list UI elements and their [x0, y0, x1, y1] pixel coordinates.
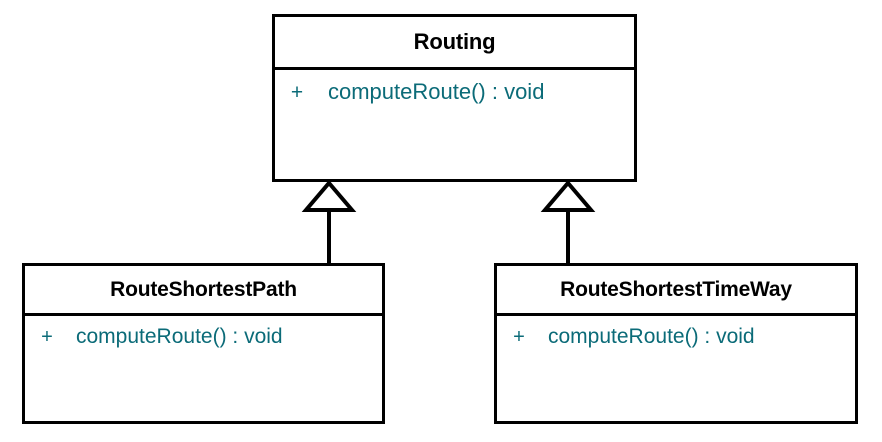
class-header-routing: Routing: [275, 17, 634, 70]
class-header-routeshortesttimeway: RouteShortestTimeWay: [497, 266, 855, 316]
class-method-row: + computeRoute() : void: [497, 325, 855, 349]
method-visibility-icon: +: [290, 81, 304, 104]
class-name-routeshortesttimeway: RouteShortestTimeWay: [560, 277, 792, 301]
class-header-routeshortestpath: RouteShortestPath: [25, 266, 382, 316]
method-visibility-icon: +: [41, 326, 53, 348]
method-visibility-icon: +: [513, 326, 525, 348]
class-members-routeshortesttimeway: + computeRoute() : void: [497, 316, 855, 421]
method-signature: computeRoute() : void: [76, 325, 283, 348]
generalization-routeshortesttimeway-to-routing: [540, 179, 596, 266]
class-name-routeshortestpath: RouteShortestPath: [110, 277, 297, 301]
generalization-arrowhead-left: [301, 179, 357, 212]
method-signature: computeRoute() : void: [548, 325, 755, 348]
class-method-row: + computeRoute() : void: [25, 325, 382, 349]
method-signature: computeRoute() : void: [328, 79, 545, 104]
class-members-routeshortestpath: + computeRoute() : void: [25, 316, 382, 421]
uml-class-routeshortestpath[interactable]: RouteShortestPath + computeRoute() : voi…: [22, 263, 385, 424]
generalization-arrowhead-right: [540, 179, 596, 212]
class-method-row: + computeRoute() : void: [275, 79, 634, 105]
class-members-routing: + computeRoute() : void: [275, 70, 634, 179]
uml-class-routeshortesttimeway[interactable]: RouteShortestTimeWay + computeRoute() : …: [494, 263, 858, 424]
uml-class-routing[interactable]: Routing + computeRoute() : void: [272, 14, 637, 182]
generalization-routeshortestpath-to-routing: [301, 179, 357, 266]
class-name-routing: Routing: [413, 29, 496, 54]
